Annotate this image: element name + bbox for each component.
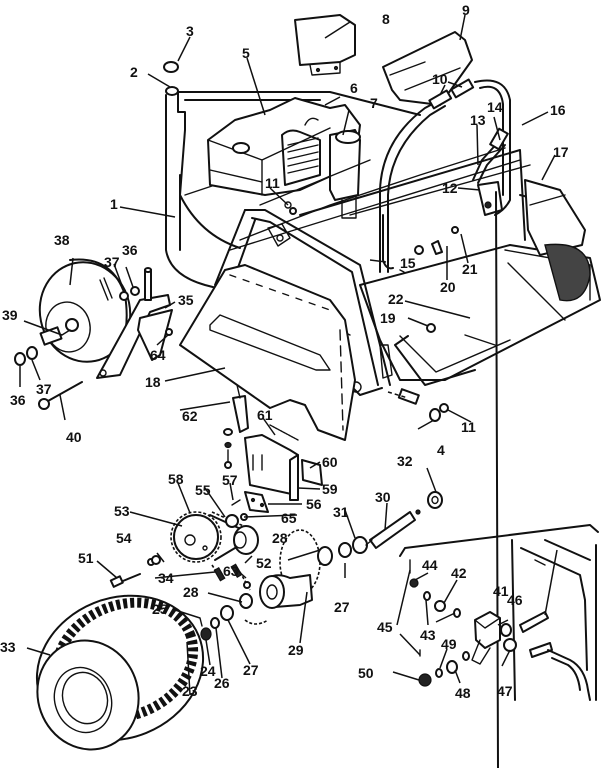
callout-45: 45 xyxy=(377,619,393,635)
callout-1: 1 xyxy=(110,196,118,212)
callout-9: 9 xyxy=(462,2,470,18)
callout-7: 7 xyxy=(370,95,378,111)
callout-53: 53 xyxy=(114,503,130,519)
callout-52: 52 xyxy=(256,555,272,571)
callout-34: 34 xyxy=(158,570,174,586)
callout-54: 54 xyxy=(116,530,132,546)
callout-19: 19 xyxy=(380,310,396,326)
engine-cooling-fins xyxy=(287,137,319,174)
callout-50: 50 xyxy=(358,665,374,681)
callout-60: 60 xyxy=(322,454,338,470)
callout-11-engine: 11 xyxy=(265,175,280,191)
callout-41: 41 xyxy=(493,583,509,599)
inset-linkage-detail xyxy=(399,524,599,701)
callout-28-upper: 28 xyxy=(272,530,288,546)
callout-13: 13 xyxy=(470,112,486,128)
callout-15: 15 xyxy=(400,255,416,271)
callout-29: 29 xyxy=(288,642,304,658)
callout-58: 58 xyxy=(168,471,184,487)
axle-shaft-parts xyxy=(317,491,443,566)
callout-57: 57 xyxy=(222,472,238,488)
callout-47: 47 xyxy=(497,683,513,699)
callout-39: 39 xyxy=(2,307,18,323)
callout-36-lower: 36 xyxy=(10,392,26,408)
callout-62: 62 xyxy=(182,408,198,424)
callout-21: 21 xyxy=(462,261,478,277)
callout-37-lower: 37 xyxy=(36,381,52,397)
callout-3: 3 xyxy=(186,23,194,39)
callout-10: 10 xyxy=(432,71,448,87)
chain-drive xyxy=(109,499,259,591)
callout-8: 8 xyxy=(382,11,390,27)
callout-23: 23 xyxy=(182,683,198,699)
caster-hardware xyxy=(14,286,140,410)
frame-hardware xyxy=(289,207,459,422)
mid-bracket-assembly xyxy=(223,384,323,513)
footrest-deck xyxy=(359,244,601,386)
callout-4: 4 xyxy=(437,442,445,458)
callout-11-axle: 11 xyxy=(461,419,476,435)
callout-55: 55 xyxy=(195,482,211,498)
callout-27-shaft: 27 xyxy=(334,599,350,615)
rear-tire xyxy=(35,594,205,751)
seat xyxy=(382,31,473,106)
callout-64: 64 xyxy=(150,347,166,363)
callout-35: 35 xyxy=(178,292,194,308)
callout-36-upper: 36 xyxy=(122,242,138,258)
callout-20: 20 xyxy=(440,279,456,295)
callout-30: 30 xyxy=(375,489,391,505)
callout-40: 40 xyxy=(66,429,82,445)
callout-56: 56 xyxy=(306,496,322,512)
callout-37-upper: 37 xyxy=(104,254,120,270)
callout-14: 14 xyxy=(487,99,503,115)
callout-24: 24 xyxy=(200,663,216,679)
right-fender xyxy=(524,179,591,302)
callout-28-lower: 28 xyxy=(183,584,199,600)
front-panel xyxy=(179,264,356,441)
callout-46: 46 xyxy=(507,592,523,608)
callout-2: 2 xyxy=(130,64,138,80)
callout-22: 22 xyxy=(388,291,404,307)
callout-27-wheel: 27 xyxy=(243,662,259,678)
callout-32: 32 xyxy=(397,453,413,469)
callout-18: 18 xyxy=(145,374,161,390)
callout-33: 33 xyxy=(0,639,16,655)
callout-6: 6 xyxy=(350,80,358,96)
handlebar-assembly xyxy=(379,78,511,768)
callout-17: 17 xyxy=(553,144,569,160)
callout-51: 51 xyxy=(78,550,94,566)
bracket-fitting-2 xyxy=(165,86,179,96)
callout-5: 5 xyxy=(242,45,250,61)
callout-49: 49 xyxy=(441,636,457,652)
bushing-3 xyxy=(163,61,179,73)
callout-59: 59 xyxy=(322,481,338,497)
callout-31: 31 xyxy=(333,504,349,520)
callout-38: 38 xyxy=(54,232,70,248)
callout-42: 42 xyxy=(451,565,467,581)
callout-65: 65 xyxy=(281,510,297,526)
callout-16: 16 xyxy=(550,102,566,118)
callout-25: 25 xyxy=(152,601,168,617)
callout-43: 43 xyxy=(420,627,436,643)
callout-12: 12 xyxy=(442,180,458,196)
callout-26: 26 xyxy=(214,675,230,691)
engine-assembly xyxy=(207,14,371,219)
callout-44: 44 xyxy=(422,557,438,573)
callout-48: 48 xyxy=(455,685,471,701)
callout-63: 63 xyxy=(223,563,239,579)
leader-lines xyxy=(19,14,558,696)
callout-61: 61 xyxy=(257,407,273,423)
